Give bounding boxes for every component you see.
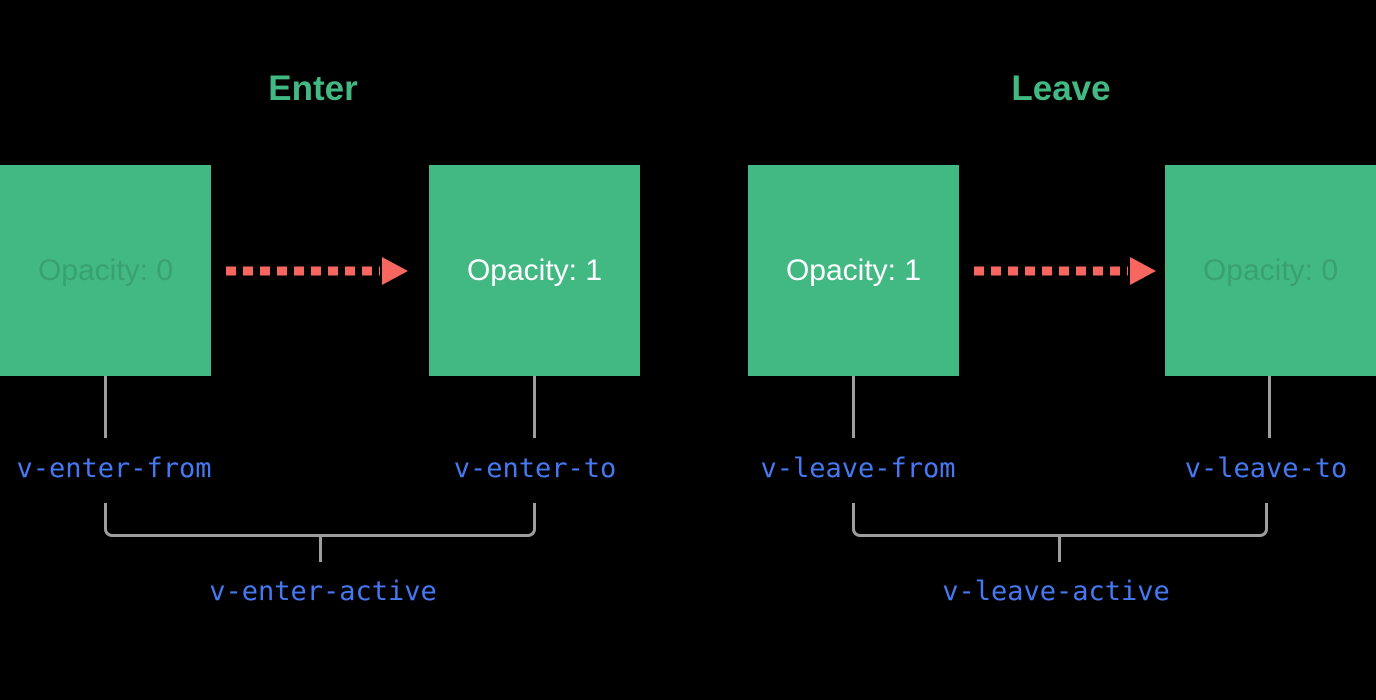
leave-active-class-label: v-leave-active	[942, 576, 1170, 607]
enter-active-bracket-stem	[319, 536, 322, 562]
leave-dashed-arrow-icon	[974, 257, 1156, 285]
enter-from-box-label: Opacity: 0	[37, 253, 174, 287]
leave-section-title: Leave	[1011, 69, 1111, 108]
leave-active-bracket-stem	[1058, 536, 1061, 562]
enter-to-box-label: Opacity: 1	[466, 253, 603, 287]
enter-active-class-label: v-enter-active	[209, 576, 437, 607]
leave-from-box-label: Opacity: 1	[785, 253, 922, 287]
enter-section-title: Enter	[268, 69, 358, 108]
enter-to-connector-line	[533, 376, 536, 438]
enter-active-bracket	[104, 503, 536, 537]
enter-from-connector-line	[104, 376, 107, 438]
leave-to-box-label: Opacity: 0	[1202, 253, 1339, 287]
leave-to-connector-line	[1268, 376, 1271, 438]
leave-active-bracket	[852, 503, 1268, 537]
enter-dashed-arrow-icon	[226, 257, 408, 285]
leave-to-box: Opacity: 0	[1165, 165, 1376, 376]
enter-from-box: Opacity: 0	[0, 165, 211, 376]
enter-to-class-label: v-enter-to	[453, 453, 617, 484]
leave-from-class-label: v-leave-from	[760, 453, 956, 484]
leave-to-class-label: v-leave-to	[1184, 453, 1348, 484]
enter-from-class-label: v-enter-from	[16, 453, 212, 484]
enter-to-box: Opacity: 1	[429, 165, 640, 376]
leave-from-box: Opacity: 1	[748, 165, 959, 376]
leave-from-connector-line	[852, 376, 855, 438]
